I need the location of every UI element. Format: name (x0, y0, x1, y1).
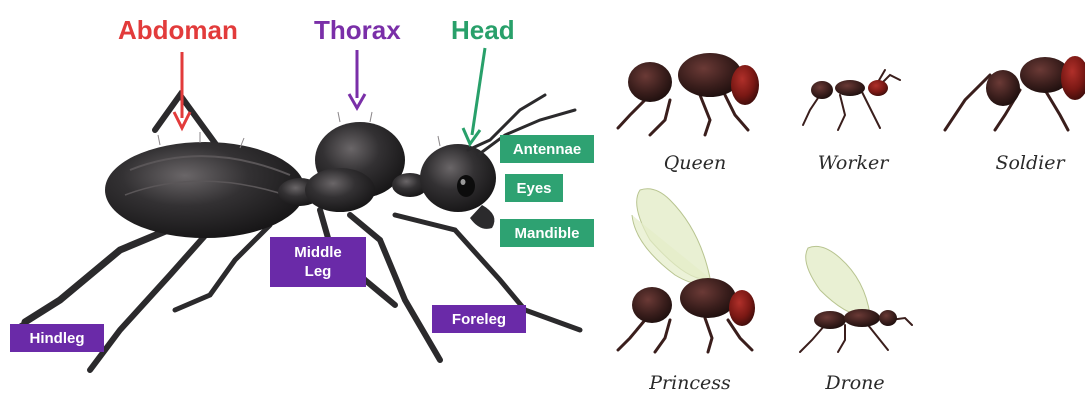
soldier-ant-illustration (945, 56, 1085, 130)
caste-label-princess: Princess (645, 372, 735, 394)
eyes-tag: Eyes (505, 174, 563, 202)
foreleg-tag: Foreleg (432, 305, 526, 333)
head-arrow (472, 48, 485, 135)
antennae-tag: Antennae (500, 135, 594, 163)
worker-ant-illustration (803, 70, 900, 130)
queen-ant-illustration (618, 53, 759, 135)
head-title: Head (451, 15, 515, 45)
caste-label-queen: Queen (655, 152, 735, 174)
ant-eye (457, 175, 475, 197)
caste-label-drone: Drone (815, 372, 895, 394)
hindleg-tag: Hindleg (10, 324, 104, 352)
caste-label-soldier: Soldier (985, 152, 1075, 174)
pointer-arrows (174, 48, 485, 144)
princess-ant-illustration (618, 189, 755, 352)
caste-label-worker: Worker (808, 152, 898, 174)
drone-ant-illustration (800, 246, 912, 352)
thorax-title: Thorax (314, 15, 401, 45)
ant-head (420, 144, 496, 212)
middle-leg-tag: Middle Leg (270, 237, 366, 287)
mandible-tag: Mandible (500, 219, 594, 247)
abdomen-title: Abdoman (118, 15, 238, 45)
